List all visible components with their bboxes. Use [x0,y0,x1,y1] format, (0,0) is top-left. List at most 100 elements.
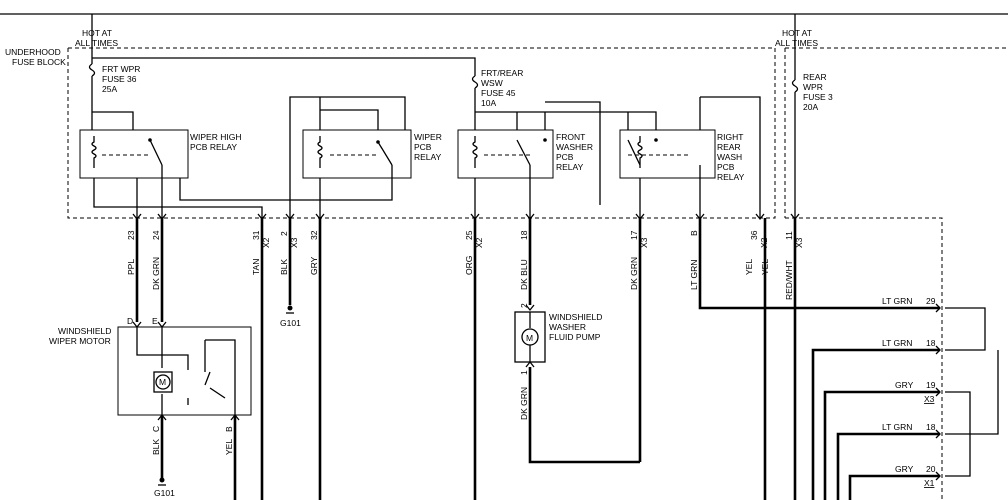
label-lt-grn: LT GRN [689,260,699,290]
underhood-fuse-block-outline [67,47,1008,500]
row-3-pin: 19 [926,380,936,390]
fuse-frt-rear-wsw-label1: FRT/REAR [481,68,523,78]
wiper-high-relay-label2: PCB RELAY [190,142,237,152]
fuse-rear-wpr [791,58,799,218]
row-4-pin: 18 [926,422,936,432]
label-ppl: PPL [126,259,136,275]
label-blk-motor: BLK [151,439,161,455]
hot-at-all-times-right-line2: ALL TIMES [775,38,818,48]
pin-17-conn: X3 [639,237,649,248]
row-1-wire: LT GRN [882,296,912,306]
front-washer-output [545,101,601,205]
wiper-motor-label2: WIPER MOTOR [49,336,111,346]
fuse-rear-wpr-label1: REAR [803,72,827,82]
wiper-motor-m: M [159,377,166,387]
right-rear-wash-relay-label4: PCB [717,162,735,172]
wiper-motor-internals [132,321,236,415]
row-5-conn: X1 [924,478,935,488]
pin-32: 32 [309,230,319,240]
wiper-motor-pin-e: E [152,316,158,326]
wiper-motor-lower [157,413,240,421]
wiper-high-relay [79,129,189,179]
fuse-rear-wpr-label2: WPR [803,82,823,92]
front-washer-relay-label2: WASHER [556,142,593,152]
fuse-frt-wpr [88,58,96,130]
row-3-conn: X3 [924,394,935,404]
washer-pump-m: M [526,333,533,343]
label-dk-grn-17: DK GRN [629,257,639,290]
ground-g101-upper-label: G101 [280,318,301,328]
row-2-pin: 18 [926,338,936,348]
row-5-wire: GRY [895,464,914,474]
washer-pump-pin-2: 2 [519,303,529,308]
label-dk-blu: DK BLU [519,259,529,290]
front-washer-relay-label4: RELAY [556,162,584,172]
pin-25-conn: X2 [474,237,484,248]
wiper-motor-box [117,326,252,416]
right-rear-wash-relay-label1: RIGHT [717,132,743,142]
row-3-wire: GRY [895,380,914,390]
pin-23: 23 [126,230,136,240]
wiper-motor-pin-d: D [127,316,133,326]
wiper-high-relay-label1: WIPER HIGH [190,132,241,142]
pin-18: 18 [519,230,529,240]
wiper-relay-label2: PCB [414,142,432,152]
pin-11: 11 [784,231,794,240]
pin-2: 2 [279,231,289,236]
pin-17: 17 [629,230,639,240]
pin-11-conn: X3 [794,237,804,248]
fuse-frt-rear-wsw [471,75,479,130]
right-rear-wash-relay-label5: RELAY [717,172,745,182]
wiper-relay-feed [289,96,406,220]
front-washer-relay [457,129,554,179]
row-2-wire: LT GRN [882,338,912,348]
fuse-rear-wpr-label3: FUSE 3 [803,92,833,102]
pin-2-conn: X3 [289,237,299,248]
pin-24: 24 [151,230,161,240]
hot-at-all-times-left-line1: HOT AT [82,28,112,38]
wire-lt-grn [698,218,940,310]
label-yel-2: YEL [760,259,770,275]
frt-fuse-bus [92,111,134,130]
right-rear-wash-relay-label2: REAR [717,142,741,152]
label-dk-grn-pump: DK GRN [519,387,529,420]
fuse-frt-rear-wsw-label4: 10A [481,98,496,108]
hot-at-all-times-right-line1: HOT AT [782,28,812,38]
label-yel-motor: YEL [224,439,234,455]
label-yel-1: YEL [744,259,754,275]
label-org: ORG [464,256,474,275]
row-4-wire: LT GRN [882,422,912,432]
bus-to-fuse-45 [92,57,476,76]
relay-link-high-wiper [179,178,393,201]
rear-wash-output [700,96,761,218]
fuse-block-label-line1: UNDERHOOD [5,47,61,57]
fuse-frt-wpr-label2: FUSE 36 [102,74,137,84]
label-red-wht: RED/WHT [784,260,794,300]
ground-g101-upper [286,305,294,314]
pin-b: B [689,230,699,236]
washer-pump [514,304,546,368]
label-dk-grn: DK GRN [151,257,161,290]
label-gry: GRY [309,256,319,275]
ground-g101-lower-label: G101 [154,488,175,498]
relay-link-31 [93,178,263,218]
washer-pump-pin-1: 1 [519,370,529,375]
right-rear-wash-relay [619,129,716,179]
front-washer-relay-label1: FRONT [556,132,585,142]
washer-pump-label1: WINDSHIELD [549,312,602,322]
fuse-frt-wpr-label3: 25A [102,84,117,94]
ground-g101-lower [158,477,166,486]
pin-25: 25 [464,230,474,240]
wiper-motor-pin-b: B [224,426,234,432]
wiper-motor-symbol [153,371,173,393]
fuse-frt-wpr-label1: FRT WPR [102,64,140,74]
fuse-frt-rear-wsw-label2: WSW [481,78,503,88]
wiper-relay-feed-b [320,109,379,130]
wire-dk-grn-pump [528,367,640,464]
row-5-pin: 20 [926,464,936,474]
right-connector-wiring [811,303,999,500]
right-rear-wash-relay-label3: WASH [717,152,742,162]
fuse-frt-rear-wsw-label3: FUSE 45 [481,88,516,98]
pin-36: 36 [749,230,759,240]
